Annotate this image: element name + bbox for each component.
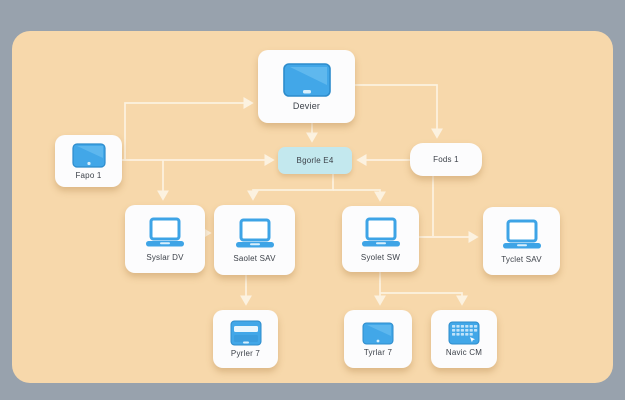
tablet-icon bbox=[282, 62, 331, 97]
node-tyrlar: Tyrlar 7 bbox=[344, 310, 412, 368]
keyboard-icon bbox=[448, 321, 480, 345]
tablet-icon bbox=[71, 142, 106, 168]
node-fapo1: Fapo 1 bbox=[55, 135, 122, 187]
node-pyrler: Pyrler 7 bbox=[213, 310, 278, 368]
node-syolet: Syolet SW bbox=[342, 206, 419, 272]
node-label: Fapo 1 bbox=[75, 170, 102, 180]
node-syslar: Syslar DV bbox=[125, 205, 205, 273]
node-label: Saolet SAV bbox=[233, 253, 276, 263]
laptop-icon bbox=[502, 219, 542, 250]
node-label: Devier bbox=[292, 100, 321, 111]
laptop-icon bbox=[235, 218, 275, 249]
node-label: Tyrlar 7 bbox=[363, 347, 393, 357]
node-devier: Devier bbox=[258, 50, 355, 123]
node-bgorle: Bgorle E4 bbox=[278, 147, 352, 174]
node-fods1: Fods 1 bbox=[410, 143, 482, 176]
node-label: Tyclet SAV bbox=[501, 254, 542, 264]
tablet-icon bbox=[362, 322, 394, 345]
node-saolet: Saolet SAV bbox=[214, 205, 295, 275]
node-tyclet: Tyclet SAV bbox=[483, 207, 560, 275]
node-label: Fods 1 bbox=[433, 155, 459, 164]
node-label: Pyrler 7 bbox=[230, 349, 261, 358]
laptop-icon bbox=[361, 217, 401, 248]
laptop-icon bbox=[145, 217, 185, 248]
node-navic: Navic CM bbox=[431, 310, 497, 368]
browser-icon bbox=[230, 320, 262, 346]
node-label: Bgorle E4 bbox=[296, 156, 334, 165]
node-label: Syolet SW bbox=[360, 252, 401, 262]
node-label: Syslar DV bbox=[146, 252, 184, 262]
node-label: Navic CM bbox=[445, 348, 483, 357]
